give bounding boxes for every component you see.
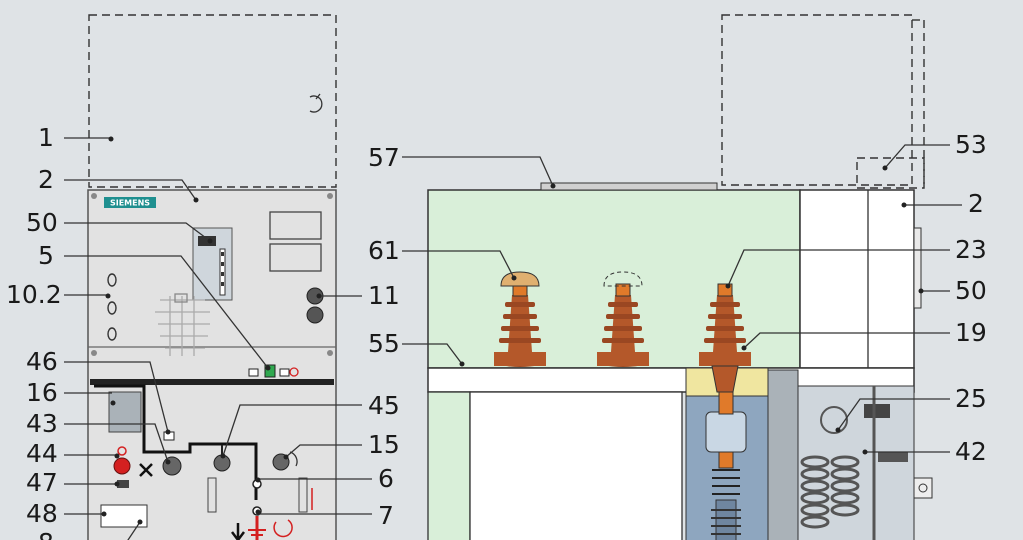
push-button-icon <box>113 457 131 475</box>
callout-53: 53 <box>955 130 987 159</box>
callouts: 1 2 50 5 10.2 11 46 16 43 44 47 48 8 45 … <box>6 123 987 540</box>
callout-10-2: 10.2 <box>6 280 62 309</box>
position-indicator-strip <box>248 364 299 378</box>
callout-16: 16 <box>26 378 58 407</box>
vacuum-interrupter <box>705 411 747 453</box>
callout-57: 57 <box>368 143 400 172</box>
screw-icon <box>91 193 333 356</box>
door-latch-icon <box>309 93 323 113</box>
callout-6: 6 <box>378 464 394 493</box>
wiring-terminals <box>155 293 210 356</box>
display-window <box>269 211 322 240</box>
callout-23: 23 <box>955 235 987 264</box>
callout-8: 8 <box>38 528 54 540</box>
bushing-insulator <box>597 271 649 367</box>
low-voltage-compartment-outline <box>88 14 337 188</box>
label-plate <box>100 504 148 528</box>
mimic-busbar-line <box>94 384 258 500</box>
callout-1: 1 <box>38 123 54 152</box>
callout-48: 48 <box>26 499 58 528</box>
feeder-arrow-icon <box>231 523 245 540</box>
callout-42: 42 <box>955 437 987 466</box>
crank-coupling <box>913 477 933 499</box>
callout-25: 25 <box>955 384 987 413</box>
switchgear-front-panel: SIEMENS <box>87 189 337 540</box>
bushing-insulator <box>699 283 751 367</box>
low-voltage-compartment-outline-side <box>721 14 913 186</box>
callout-50-right: 50 <box>955 276 987 305</box>
mechanical-indicator <box>298 477 308 513</box>
callout-2-left: 2 <box>38 165 54 194</box>
mechanical-indicator <box>207 477 217 513</box>
switchgear-side-section <box>427 182 933 540</box>
door-handle <box>913 227 922 309</box>
selector-switch-icon <box>162 456 182 476</box>
callout-7: 7 <box>378 501 394 530</box>
closing-spring <box>800 455 860 529</box>
callout-50-left: 50 <box>26 208 58 237</box>
callout-19: 19 <box>955 318 987 347</box>
bushing-insulator <box>494 271 546 367</box>
callout-5: 5 <box>38 241 54 270</box>
callout-2-right: 2 <box>968 189 984 218</box>
display-window <box>269 243 322 272</box>
callout-46: 46 <box>26 347 58 376</box>
counter-window <box>108 391 142 433</box>
auxiliary-switch <box>864 404 890 418</box>
pressure-relief-outline <box>856 157 925 189</box>
knob-icon <box>306 287 324 324</box>
callout-44: 44 <box>26 439 58 468</box>
callout-61: 61 <box>368 236 400 265</box>
callout-15: 15 <box>368 430 400 459</box>
key-switch-icon <box>117 480 129 488</box>
callout-45: 45 <box>368 391 400 420</box>
brand-label: SIEMENS <box>110 199 150 208</box>
operating-mechanism-housing <box>767 369 799 540</box>
earthing-symbol-icon <box>248 529 266 536</box>
top-cover-plate <box>540 182 718 191</box>
circuit-breaker-symbol-icon <box>139 463 153 477</box>
brand-plate <box>104 197 156 208</box>
callout-55: 55 <box>368 329 400 358</box>
cam-wheel <box>820 406 848 434</box>
callout-43: 43 <box>26 409 58 438</box>
indicator-lamp-icon <box>107 273 117 341</box>
callout-11: 11 <box>368 281 400 310</box>
callout-47: 47 <box>26 468 58 497</box>
